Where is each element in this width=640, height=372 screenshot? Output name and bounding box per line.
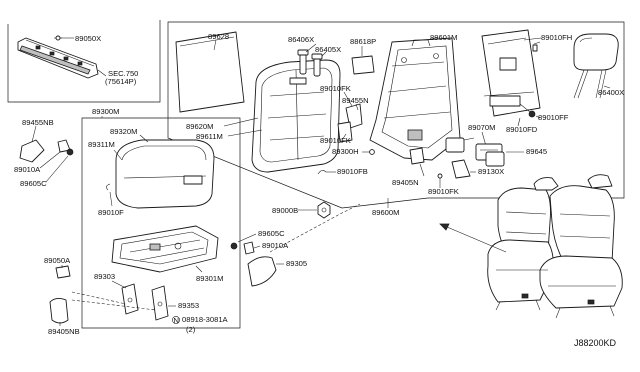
label-sec750: SEC.750: [108, 69, 138, 78]
assembled-seat-illustration: [487, 174, 623, 319]
label-89010FK-a: 89010FK: [320, 84, 351, 93]
label-89050X: 89050X: [75, 34, 101, 43]
arrow-shaft: [439, 223, 507, 253]
seatback-group-frame: [167, 21, 625, 209]
label-89000B: 89000B: [272, 206, 298, 215]
part-89303-leg: [121, 283, 139, 315]
part-86405X-guide: [311, 53, 323, 77]
part-89010F-clip: [106, 183, 111, 191]
arrow-head: [439, 223, 450, 231]
diagram-code: J88200KD: [574, 338, 617, 348]
part-89455NB-cover: [19, 139, 45, 163]
part-89010FH-clip: [532, 44, 538, 52]
label-89010FK-c: 89010FK: [428, 187, 459, 196]
label-89601M: 89601M: [430, 33, 457, 42]
label-89010FB: 89010FB: [337, 167, 368, 176]
part-86406X-guide: [297, 49, 309, 75]
label-89303: 89303: [94, 272, 115, 281]
part-89010FK-b-bracket: [337, 121, 353, 143]
part-89050A-bracket: [55, 265, 71, 279]
part-89645-actuator: [475, 143, 505, 167]
label-89611M: 89611M: [196, 132, 223, 141]
label-89455N: 89455N: [342, 96, 369, 105]
label-89305: 89305: [286, 259, 307, 268]
label-89628: 89628: [208, 32, 229, 41]
part-89010FF-nut: [528, 110, 536, 118]
label-86400X: 86400X: [598, 88, 624, 97]
label-89010A-b: 89010A: [262, 241, 289, 250]
nut-symbol-n: [172, 316, 180, 324]
label-86405X: 86405X: [315, 45, 341, 54]
label-89301M: 89301M: [196, 274, 223, 283]
label-89010FF: 89010FF: [538, 113, 569, 122]
connector-89353: [71, 299, 157, 311]
label-88618P: 88618P: [350, 37, 376, 46]
label-89320M: 89320M: [110, 127, 137, 136]
label-89070M: 89070M: [468, 123, 495, 132]
part-89601M-seatback-frame: [369, 37, 461, 161]
label-89605C-a: 89605C: [20, 179, 47, 188]
part-86400X-headrest: [573, 33, 619, 99]
part-89000B-nut: [317, 201, 331, 219]
part-88618P-strip: [351, 55, 375, 75]
label-89010FD: 89010FD: [506, 125, 538, 134]
label-89311M: 89311M: [88, 140, 115, 149]
top-left-inset-frame: [7, 20, 161, 103]
part-89605C-b-nut: [230, 242, 238, 250]
part-seatback-rear-panel: [481, 29, 541, 117]
label-89405N: 89405N: [392, 178, 419, 187]
part-89353-leg: [151, 285, 169, 321]
label-08918-prefix: N: [174, 316, 179, 325]
part-89130X-bracket: [451, 159, 471, 179]
part-89405N-cover: [409, 147, 425, 165]
part-89628-back-board: [175, 31, 245, 113]
label-08918-3081A: 08918-3081A: [182, 315, 229, 324]
label-89645: 89645: [526, 147, 547, 156]
part-89405NB-cover: [49, 297, 69, 324]
label-89300H: 89300H: [332, 147, 359, 156]
part-89301M-cushion-frame: [111, 225, 219, 273]
part-89605C-a-nut: [66, 148, 74, 156]
part-89050X-clip: [55, 35, 61, 41]
label-89010FK-b: 89010FK: [320, 136, 351, 145]
label-89050A: 89050A: [44, 256, 71, 265]
label-89010F: 89010F: [98, 208, 124, 217]
label-89405NB: 89405NB: [48, 327, 80, 336]
part-89300H-bolt: [369, 149, 375, 155]
part-89010A-b-clip: [243, 241, 255, 255]
label-89010A-a: 89010A: [14, 165, 41, 174]
label-89620M: 89620M: [186, 122, 213, 131]
part-89320M-cushion-pad: [115, 139, 215, 209]
label-89353: 89353: [178, 301, 199, 310]
connector-89303: [71, 291, 127, 305]
label-89130X: 89130X: [478, 167, 504, 176]
label-89300M: 89300M: [92, 107, 119, 116]
part-89010FK-c-clip: [437, 173, 443, 179]
part-89010FB-clip: [317, 170, 327, 175]
label-89455NB: 89455NB: [22, 118, 54, 127]
label-08918-qty: (2): [186, 325, 196, 334]
assy-connector-dashed: [269, 203, 361, 253]
label-89600M: 89600M: [372, 208, 399, 217]
cushion-group-frame: [81, 117, 241, 329]
label-86406X: 86406X: [288, 35, 314, 44]
part-89070M-motor: [445, 137, 475, 153]
part-89620M-seatback-pad: [251, 59, 341, 173]
label-89010FH: 89010FH: [541, 33, 572, 42]
label-89605C-b: 89605C: [258, 229, 285, 238]
label-sec750-sub: (75614P): [105, 77, 137, 86]
part-89305-side-cover: [247, 256, 277, 287]
part-89050X-bracket: [17, 37, 99, 79]
